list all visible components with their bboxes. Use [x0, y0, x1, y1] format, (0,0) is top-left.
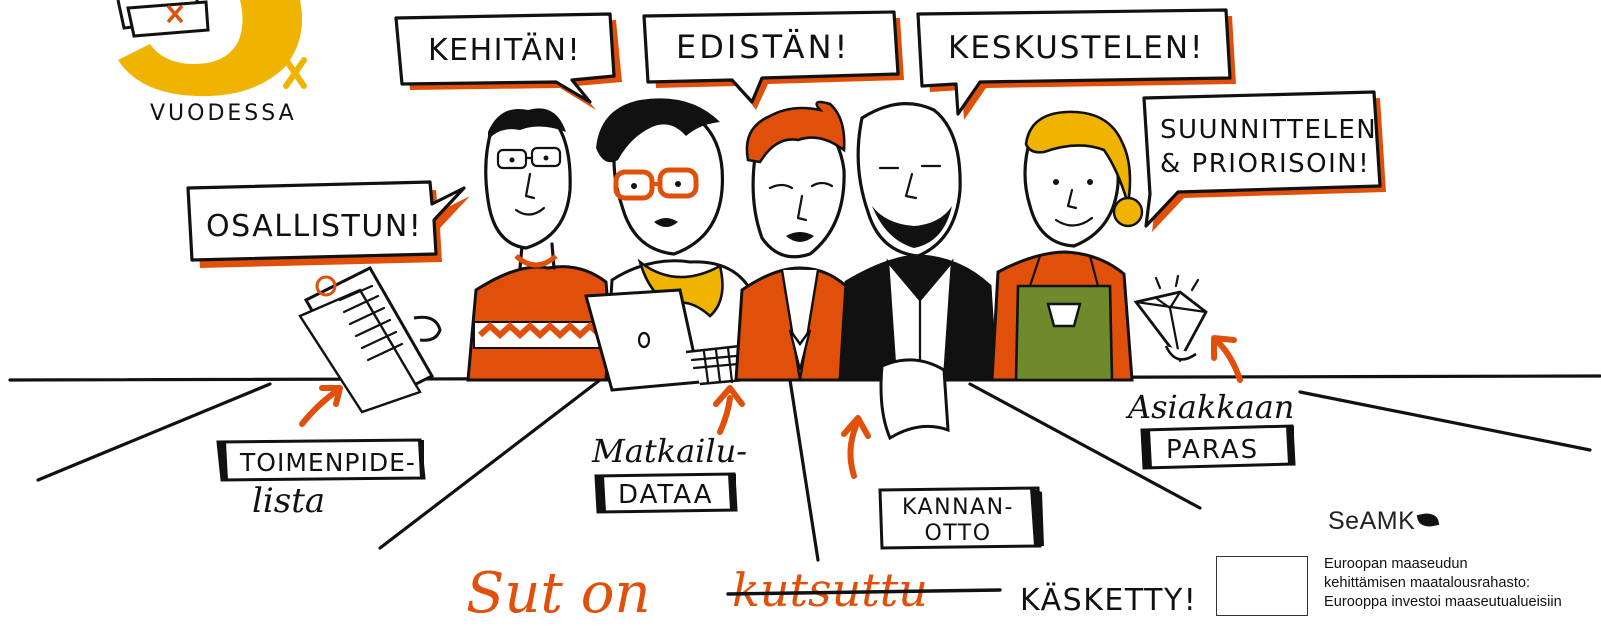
bubble-edistan-text: EDISTÄN!: [676, 28, 850, 66]
eu-line-1: Euroopan maaseudun: [1324, 556, 1468, 572]
label-matkailu-line1: Matkailu-: [591, 432, 747, 470]
bubble-kehitan: KEHITÄN!: [394, 12, 622, 110]
eu-funding-text: Euroopan maaseudun kehittämisen maatalou…: [1324, 555, 1601, 612]
person-beard: [838, 102, 998, 441]
bubble-osallistun-text: OSALLISTUN!: [206, 209, 422, 244]
arrow-asiakkaan-head: [1211, 335, 1237, 361]
bubble-osallistun: OSALLISTUN!: [186, 180, 470, 268]
arrow-kannanotto-head: [841, 415, 871, 439]
eu-line-2: kehittämisen maatalousrahasto:: [1324, 575, 1531, 591]
tagline-part2: KÄSKETTY!: [1020, 582, 1197, 618]
bubble-suunnittelen-line1: SUUNNITTELEN: [1160, 115, 1377, 145]
label-kannanotto: KANNAN- OTTO: [878, 486, 1044, 550]
label-asiakkaan-line2: PARAS: [1166, 435, 1259, 465]
person-apron: [990, 110, 1208, 382]
label-kannanotto-line1: KANNAN-: [902, 495, 1014, 520]
label-asiakkaan: Asiakkaan PARAS: [1125, 388, 1296, 470]
arrow-matkailu: [717, 395, 733, 435]
person-orange-hair: [734, 100, 860, 382]
label-toimenpide-line1: TOIMENPIDE-: [239, 448, 416, 477]
bubble-suunnittelen: SUUNNITTELEN & PRIORISOIN!: [1142, 90, 1386, 232]
bubble-keskustelen: KESKUSTELEN!: [916, 8, 1236, 120]
label-matkailu-line2: DATAA: [618, 480, 714, 510]
label-asiakkaan-line1: Asiakkaan: [1125, 388, 1294, 426]
strike-line: [726, 588, 1002, 596]
arrow-toimenpide-head: [319, 385, 343, 407]
tagline-part1: Sut on: [466, 561, 651, 626]
seamk-logo: SeAMK: [1328, 507, 1440, 536]
person-laptop: [584, 98, 754, 392]
arrows: [299, 335, 1243, 479]
arrow-kannanotto: [847, 423, 859, 479]
bubble-keskustelen-text: KESKUSTELEN!: [948, 30, 1204, 66]
label-toimenpide: TOIMENPIDE- lista: [216, 438, 426, 521]
eu-line-3: Eurooppa investoi maaseutualueisiin: [1324, 594, 1562, 610]
label-toimenpide-line2: lista: [252, 481, 325, 521]
bubble-suunnittelen-line2: & PRIORISOIN!: [1160, 149, 1370, 179]
arrow-matkailu-head: [713, 385, 745, 407]
badge-text: VUODESSA: [150, 101, 297, 126]
eu-flag-icon: [1216, 556, 1308, 616]
year-badge: VUODESSA: [116, 0, 307, 126]
tagline: Sut on kutsuttu KÄSKETTY!: [466, 561, 1197, 626]
label-matkailu: Matkailu- DATAA: [591, 432, 747, 514]
seamk-logo-text: SeAMK: [1328, 507, 1416, 535]
bubble-edistan: EDISTÄN!: [642, 10, 904, 110]
bubble-kehitan-text: KEHITÄN!: [428, 32, 581, 68]
arrow-toimenpide: [299, 387, 341, 427]
arrow-asiakkaan: [1215, 339, 1243, 383]
leaf-icon: [1417, 511, 1440, 529]
label-kannanotto-line2: OTTO: [924, 521, 991, 546]
